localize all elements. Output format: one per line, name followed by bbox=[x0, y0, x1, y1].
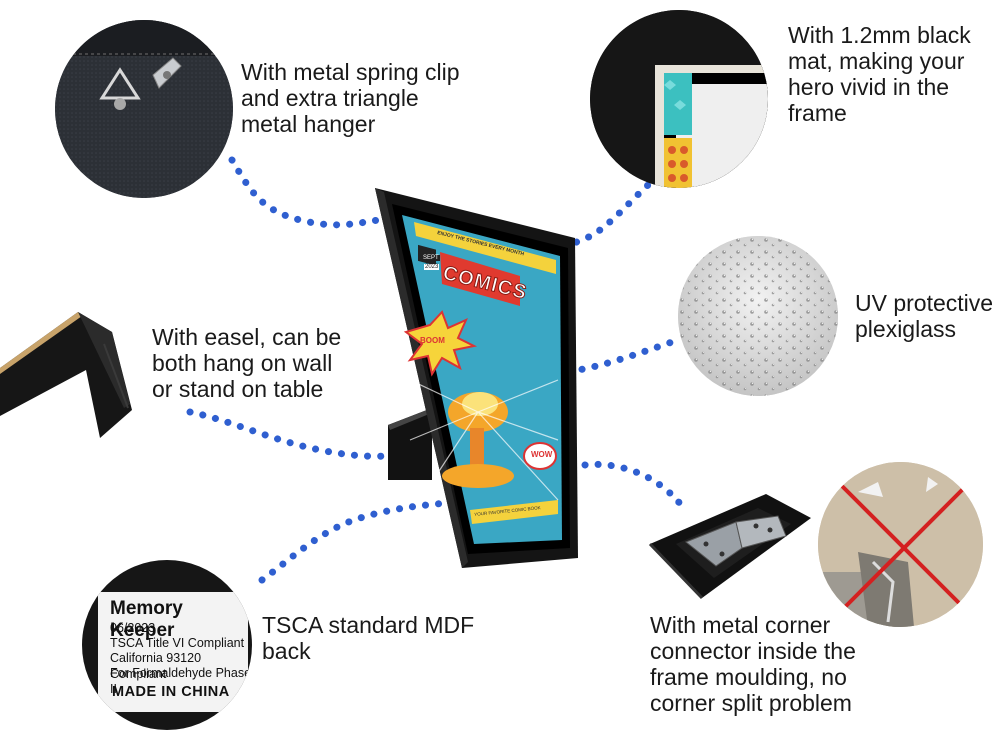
caption-black-mat-line-2: mat, making your bbox=[788, 48, 965, 74]
caption-easel-line-3: or stand on table bbox=[152, 376, 324, 402]
poster-burst-text: BOOM bbox=[420, 336, 445, 345]
poster-date-month: SEPT bbox=[422, 255, 440, 261]
picture-frame: ENJOY THE STORIES EVERY MONTH SEPT 2023 … bbox=[370, 180, 600, 570]
label-circle: Memory Keeper 06/2023 TSCA Title VI Comp… bbox=[82, 560, 252, 730]
connector-corner bbox=[581, 460, 690, 516]
caption-easel-line-1: With easel, can be bbox=[152, 324, 342, 350]
caption-spring-clip: With metal spring clip and extra triangl… bbox=[241, 59, 460, 137]
label-line-2: TSCA Title VI Compliant bbox=[110, 636, 245, 650]
connector-mdf bbox=[258, 498, 460, 584]
caption-uv-line-1: UV protective bbox=[855, 290, 994, 316]
caption-black-mat-line-1: With 1.2mm black bbox=[788, 22, 971, 48]
label-line-1: 06/2023 bbox=[110, 621, 156, 635]
caption-easel-line-2: both hang on wall bbox=[152, 350, 333, 376]
caption-black-mat: With 1.2mm black mat, making your hero v… bbox=[788, 22, 971, 126]
caption-corner-line-2: connector inside the bbox=[650, 638, 856, 664]
label-sticker bbox=[98, 592, 248, 712]
poster-wow-text: WOW bbox=[531, 450, 553, 459]
caption-black-mat-line-3: hero vivid in the bbox=[788, 74, 950, 100]
label-line-4: For Formaldehyde Phase II bbox=[110, 666, 252, 696]
caption-spring-clip-line-2: and extra triangle bbox=[241, 85, 419, 111]
easel-illustration bbox=[0, 312, 132, 438]
caption-mdf: TSCA standard MDF back bbox=[262, 612, 474, 664]
caption-corner-line-3: frame moulding, no bbox=[650, 664, 847, 690]
corner-connector-illustration bbox=[648, 494, 811, 600]
water-drops-illustration bbox=[678, 236, 838, 396]
frame-illustration bbox=[375, 188, 578, 568]
caption-mdf-line-2: back bbox=[262, 638, 311, 664]
caption-corner-line-4: corner split problem bbox=[650, 690, 852, 716]
connector-black-mat bbox=[508, 171, 664, 257]
cross-line-2 bbox=[838, 482, 970, 614]
connector-spring-clip bbox=[228, 156, 396, 229]
caption-black-mat-line-4: frame bbox=[788, 100, 847, 126]
caption-spring-clip-line-3: metal hanger bbox=[241, 111, 376, 137]
label-line-3: California 93120 Compliant bbox=[110, 651, 202, 681]
spring-clip-circle bbox=[55, 20, 233, 198]
caption-spring-clip-line-1: With metal spring clip bbox=[241, 59, 460, 85]
black-mat-circle bbox=[590, 10, 768, 188]
caption-uv-line-2: plexiglass bbox=[855, 316, 956, 342]
uv-plexiglass-circle bbox=[678, 236, 838, 396]
caption-corner: With metal corner connector inside the f… bbox=[650, 612, 856, 716]
caption-corner-line-1: With metal corner bbox=[650, 612, 831, 638]
caption-easel: With easel, can be both hang on wall or … bbox=[152, 324, 341, 402]
spring-clip-illustration bbox=[55, 20, 233, 198]
poster-date-year: 2023 bbox=[424, 264, 440, 270]
split-corner-illustration bbox=[818, 462, 983, 627]
label-footer: MADE IN CHINA bbox=[112, 684, 230, 700]
caption-mdf-line-1: TSCA standard MDF bbox=[262, 612, 475, 638]
label-title: Memory Keeper bbox=[110, 598, 183, 641]
corner-connector-detail bbox=[646, 492, 816, 602]
split-corner-circle bbox=[818, 462, 983, 627]
caption-uv: UV protective plexiglass bbox=[855, 290, 993, 342]
easel-detail bbox=[0, 300, 135, 445]
black-mat-illustration bbox=[590, 10, 768, 188]
